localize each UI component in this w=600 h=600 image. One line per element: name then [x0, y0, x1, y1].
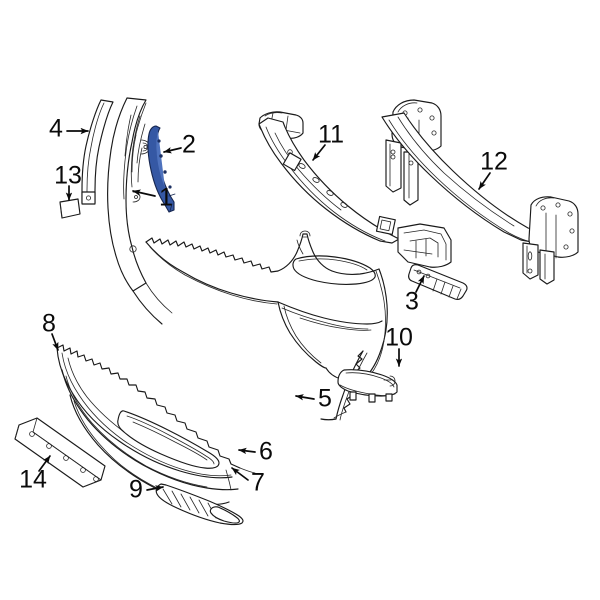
callout-number-12: 12 [480, 148, 508, 176]
callout-3: 3 [405, 275, 425, 316]
part-11-bumper-energy-absorber-beam [258, 111, 452, 268]
callout-leader-line [38, 455, 51, 472]
callout-leader-line [238, 447, 256, 455]
callout-number-6: 6 [259, 438, 273, 466]
callout-number-3: 3 [405, 288, 419, 316]
callout-number-8: 8 [42, 310, 56, 338]
callout-number-13: 13 [54, 162, 82, 190]
callout-5: 5 [295, 385, 332, 413]
callout-9: 9 [129, 476, 164, 504]
callout-leader-line [415, 275, 425, 293]
callout-1: 1 [132, 184, 173, 212]
part-14-license-plate-bracket [14, 417, 106, 488]
callout-number-10: 10 [385, 324, 413, 352]
callout-8: 8 [42, 310, 59, 351]
callout-4: 4 [49, 115, 89, 143]
callout-14: 14 [19, 455, 51, 494]
part-12-bumper-impact-reinforcement-bar [381, 99, 579, 285]
part-6-lower-grille-surround-trim [61, 369, 239, 491]
callout-leader-line [132, 189, 156, 197]
callout-10: 10 [385, 324, 413, 367]
callout-leader-line [312, 144, 326, 161]
part-9-lower-grille-insert [155, 483, 244, 526]
callout-number-14: 14 [19, 466, 47, 494]
callout-number-5: 5 [318, 385, 332, 413]
callout-leader-line [231, 467, 249, 481]
callout-number-7: 7 [251, 469, 265, 497]
callout-leader-line [478, 172, 491, 190]
part-13-small-clip-retainer [59, 198, 81, 219]
callout-2: 2 [163, 131, 196, 159]
callout-number-9: 9 [129, 476, 143, 504]
callout-number-2: 2 [182, 131, 196, 159]
callout-11: 11 [312, 121, 344, 161]
part-8-upper-grille-molding [56, 344, 256, 479]
callout-leader-line [146, 485, 164, 492]
part-4-upper-side-trim-molding [81, 99, 114, 205]
callout-6: 6 [238, 438, 273, 466]
part-2-bumper-cover-side-bracket-highlighted [147, 125, 176, 213]
callout-12: 12 [478, 148, 508, 190]
callout-13: 13 [54, 162, 82, 201]
part-1-front-bumper-cover [107, 97, 388, 382]
callout-7: 7 [231, 467, 265, 497]
part-10-lower-corner-spoiler [337, 369, 398, 403]
part-3-impact-bar-mounting-bracket [408, 264, 468, 300]
callout-number-11: 11 [318, 121, 344, 149]
callout-number-4: 4 [49, 115, 63, 143]
callout-leader-line [295, 394, 315, 401]
callout-number-1: 1 [159, 184, 173, 212]
callout-leader-line [51, 333, 59, 351]
callout-leader-line [163, 147, 182, 154]
